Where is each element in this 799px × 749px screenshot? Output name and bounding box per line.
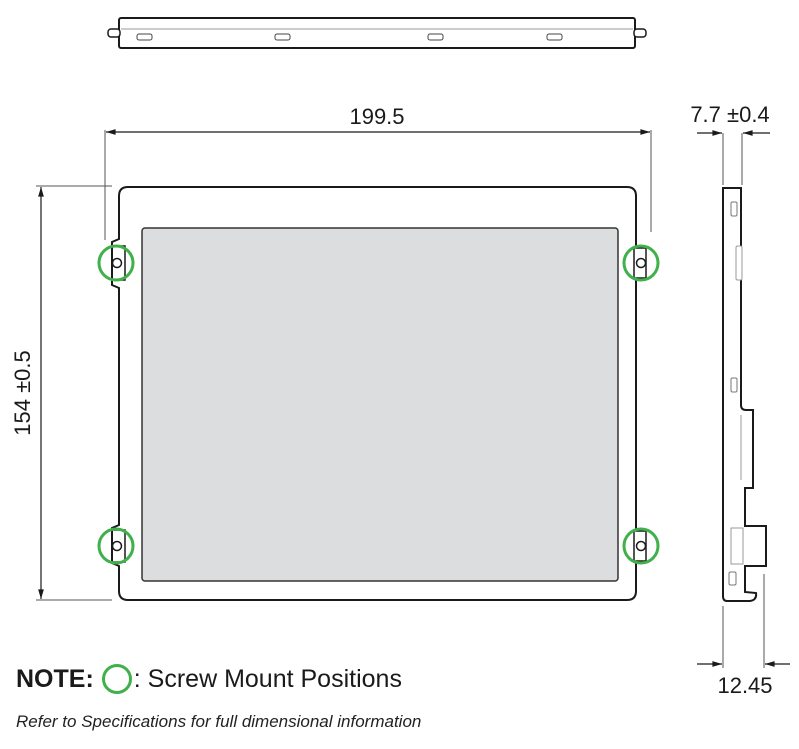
green-circle-icon — [101, 664, 132, 694]
height-dimension: 154 ±0.5 — [10, 185, 112, 601]
width-label: 199.5 — [349, 104, 404, 129]
depth-label: 12.45 — [717, 673, 772, 698]
right-bottom-mount — [633, 530, 647, 562]
height-label: 154 ±0.5 — [10, 350, 35, 435]
screw-mount-marker-top-left — [97, 244, 135, 282]
thickness-dimension: 7.7 ±0.4 — [690, 102, 770, 185]
side-view — [722, 187, 767, 602]
screw-mount-legend: NOTE: : Screw Mount Positions — [16, 664, 402, 694]
top-view — [107, 17, 647, 49]
note-label: NOTE: — [16, 664, 94, 693]
screw-mount-marker-bottom-left — [97, 527, 135, 565]
screw-mount-marker-bottom-right — [622, 527, 660, 565]
footnote: Refer to Specifications for full dimensi… — [16, 712, 422, 731]
front-view — [97, 186, 660, 601]
right-top-mount — [633, 247, 647, 279]
depth-dimension: 12.45 — [697, 574, 790, 698]
screw-mount-marker-top-right — [622, 244, 660, 282]
thickness-label: 7.7 ±0.4 — [690, 102, 769, 127]
width-dimension: 199.5 — [104, 104, 652, 240]
legend-text: : Screw Mount Positions — [133, 664, 402, 693]
